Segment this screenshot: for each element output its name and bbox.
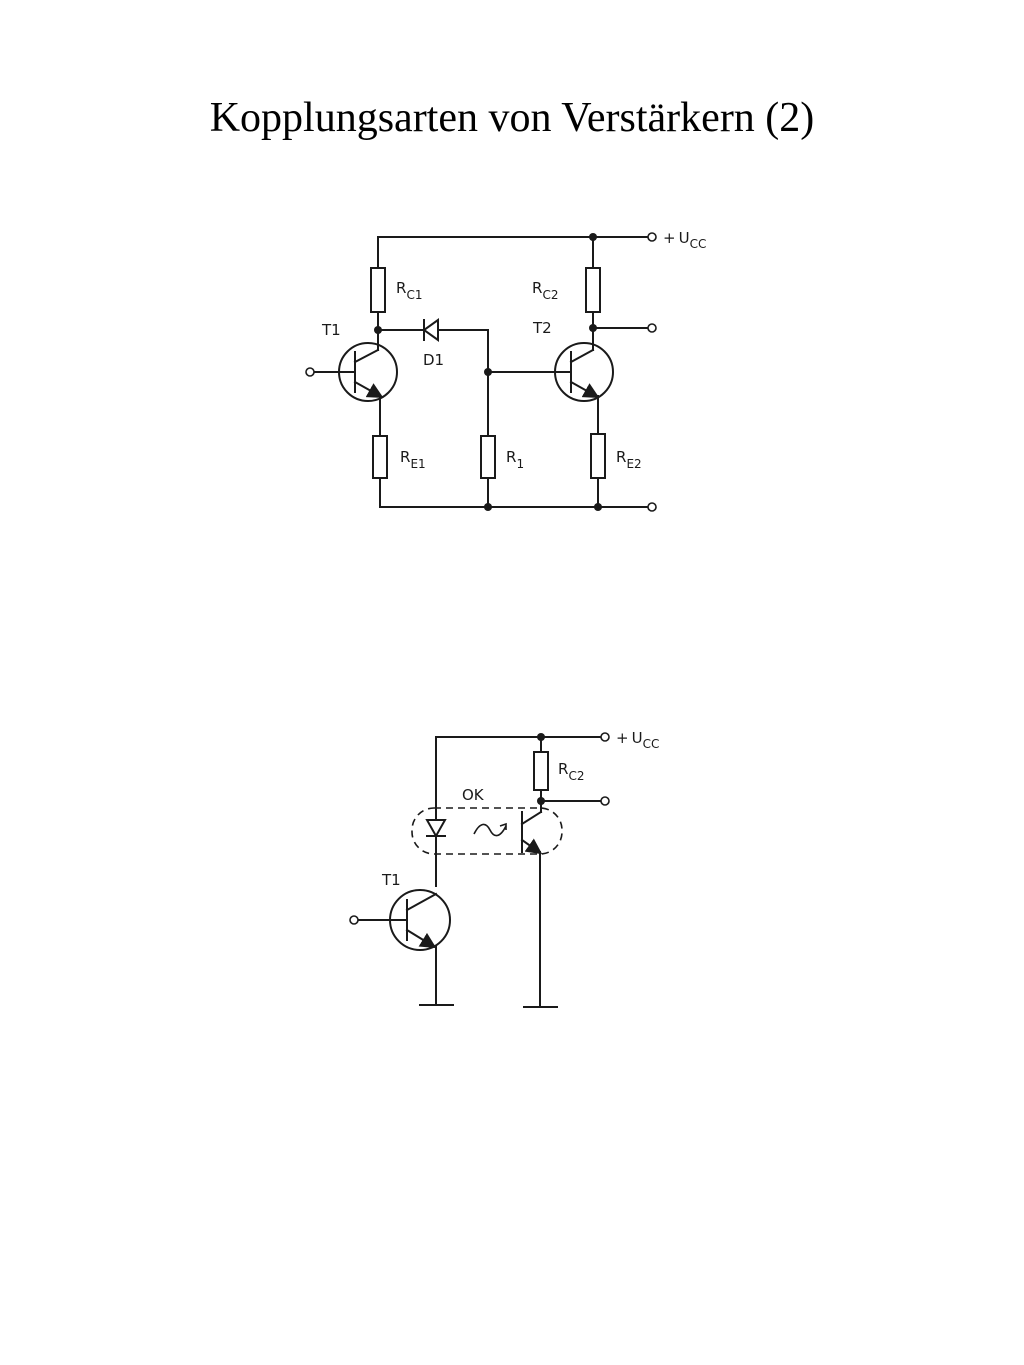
junction-dot xyxy=(484,503,492,511)
optocoupler-enclosure xyxy=(411,807,563,855)
circuit-optocoupler: +UCC RC2 OK xyxy=(349,729,659,1008)
transistor-t2 xyxy=(487,342,614,402)
ground-rail xyxy=(379,477,649,508)
diode-d1 xyxy=(422,318,439,342)
circuit-direct-coupling: +UCC RC1 T1 RE1 xyxy=(305,229,706,512)
input-terminal xyxy=(349,915,359,925)
resistor-re1 xyxy=(372,435,388,479)
page-title: Kopplungsarten von Verstärkern (2) xyxy=(209,95,815,141)
supply-terminal xyxy=(647,232,657,242)
output-terminal xyxy=(600,796,610,806)
transistor-t1 xyxy=(357,889,451,951)
resistor-rc2 xyxy=(585,267,601,313)
led-diode xyxy=(425,819,447,839)
rc1-label: RC1 xyxy=(396,279,422,302)
junction-dot xyxy=(594,503,602,511)
t1-label: T1 xyxy=(381,871,401,889)
re2-label: RE2 xyxy=(616,448,642,471)
rc2-label: RC2 xyxy=(558,760,584,783)
phototransistor xyxy=(520,810,543,855)
supply-label: +UCC xyxy=(616,729,659,751)
output-terminal xyxy=(647,323,657,333)
re1-label: RE1 xyxy=(400,448,426,471)
rc2-label: RC2 xyxy=(532,279,558,302)
supply-label: +UCC xyxy=(663,229,706,251)
output-ground-terminal xyxy=(647,502,657,512)
light-wave-icon xyxy=(473,822,507,837)
r1-label: R1 xyxy=(506,448,524,471)
resistor-rc1 xyxy=(370,267,386,313)
resistor-re2 xyxy=(590,433,606,479)
t1-label: T1 xyxy=(321,321,341,339)
t2-label: T2 xyxy=(532,319,552,337)
transistor-t1 xyxy=(313,342,398,402)
input-terminal xyxy=(305,367,315,377)
d1-label: D1 xyxy=(423,351,444,369)
resistor-r1 xyxy=(480,435,496,479)
optocoupler-label: OK xyxy=(462,786,485,804)
supply-terminal xyxy=(600,732,610,742)
resistor-rc2 xyxy=(533,751,549,791)
